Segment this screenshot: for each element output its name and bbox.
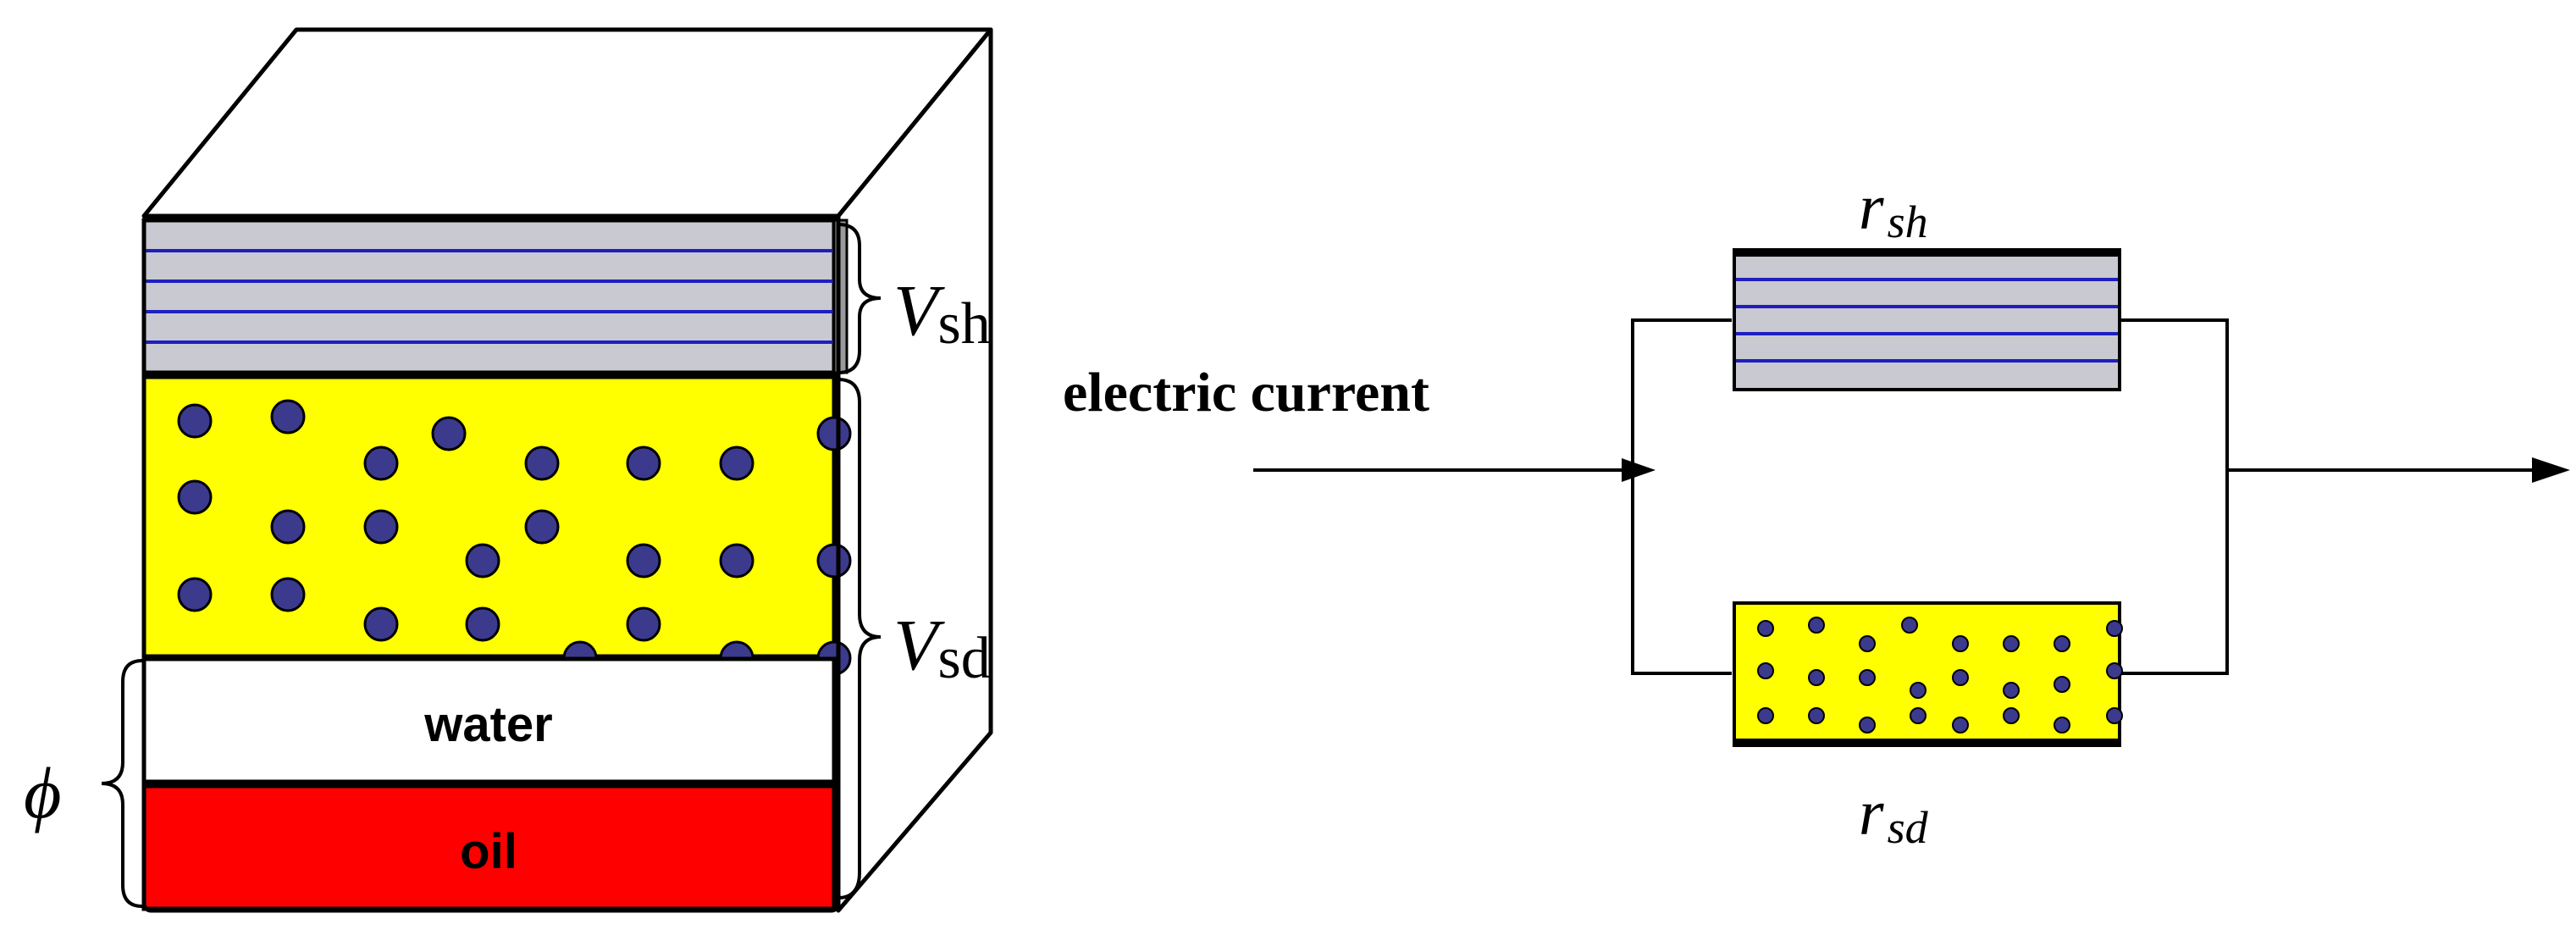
rsd-grain [1808, 707, 1825, 724]
rsd-base: r [1859, 778, 1884, 849]
sand-grain [363, 606, 399, 642]
rsd-grain [1910, 682, 1926, 699]
rsd-grain [1757, 620, 1774, 637]
rsd-grain [2054, 635, 2070, 652]
vsd-symbol: Vsd [893, 604, 991, 691]
shale-layer [141, 218, 837, 375]
vsd-sub: sd [938, 626, 991, 691]
sand-grain [177, 403, 213, 439]
sand-grain [816, 416, 852, 451]
rsd-grain [1952, 669, 1969, 686]
sand-grain [719, 543, 755, 578]
rsh-symbol: rsh [1859, 172, 1928, 247]
rsd-grain [2054, 676, 2070, 693]
rsd-grain [2106, 620, 2123, 637]
rsd-grain [1757, 707, 1774, 724]
sand-grain [524, 446, 560, 481]
parallel-circuit [1253, 318, 2570, 675]
rsd-grain [2003, 682, 2020, 699]
sand-grain [177, 577, 213, 612]
vsh-brace [837, 223, 882, 374]
sand-grain [431, 416, 467, 451]
phi-symbol: ϕ [24, 752, 62, 833]
sand-grain [719, 446, 755, 481]
sand-grain [524, 509, 560, 545]
rock-block: water oil Vsh Vsd ϕ [24, 27, 993, 913]
sand-grain [626, 606, 661, 642]
rsd-grain [1808, 617, 1825, 634]
rsd-grain [2106, 662, 2123, 679]
rsh-base: r [1859, 172, 1884, 243]
sand-grain [816, 543, 852, 578]
rsd-grain [2003, 635, 2020, 652]
sand-grain [270, 399, 306, 435]
rsh-body [1733, 248, 2121, 391]
rsd-symbol: rsd [1859, 778, 1929, 853]
sand-grain [465, 606, 500, 642]
sand-grain [270, 509, 306, 545]
rsd-grain [1859, 635, 1876, 652]
rsd-grain [1901, 617, 1918, 634]
rsd-bottom-edge [1734, 739, 2120, 747]
rsd-grain [1859, 669, 1876, 686]
oil-label: oil [460, 824, 517, 879]
vsh-base: V [893, 269, 945, 351]
vsd-base: V [893, 604, 945, 685]
rsd-grain [1808, 669, 1825, 686]
rsd-sub: sd [1888, 802, 1929, 853]
vsh-symbol: Vsh [893, 269, 991, 357]
sand-grain [626, 543, 661, 578]
rsd-resistor [1733, 601, 2123, 747]
right-branch-wire [2121, 318, 2229, 675]
input-arrowhead [1622, 458, 1656, 482]
sand-grain [465, 543, 500, 578]
rsd-grain [2106, 707, 2123, 724]
block-front-frame [141, 213, 841, 913]
electric-current-label: electric current [1063, 362, 1429, 423]
vsh-sub: sh [938, 291, 991, 357]
output-arrowhead [2532, 457, 2570, 483]
rsd-grain [2054, 717, 2070, 733]
oil-layer [141, 783, 837, 911]
rsh-resistor [1733, 248, 2121, 391]
vsd-brace [837, 378, 882, 899]
rsh-sub: sh [1888, 197, 1928, 247]
water-label: water [423, 697, 553, 752]
rsd-grain [1952, 717, 1969, 733]
rsd-grain [1859, 717, 1876, 733]
rsd-grain [2003, 707, 2020, 724]
rsd-grain [1910, 707, 1926, 724]
sand-grain [363, 509, 399, 545]
rsh-top-edge [1734, 248, 2120, 257]
sand-grain [270, 577, 306, 612]
water-layer [141, 656, 837, 784]
rsh-lines [1736, 278, 2118, 363]
rsd-grain [1952, 635, 1969, 652]
rsd-grains [1757, 617, 2123, 733]
sand-grain [177, 479, 213, 515]
rsd-grain [1757, 662, 1774, 679]
sand-grain [363, 446, 399, 481]
sand-grain [626, 446, 661, 481]
phi-brace [101, 659, 143, 908]
left-branch-wire [1631, 318, 1732, 675]
shale-lines [144, 249, 834, 344]
